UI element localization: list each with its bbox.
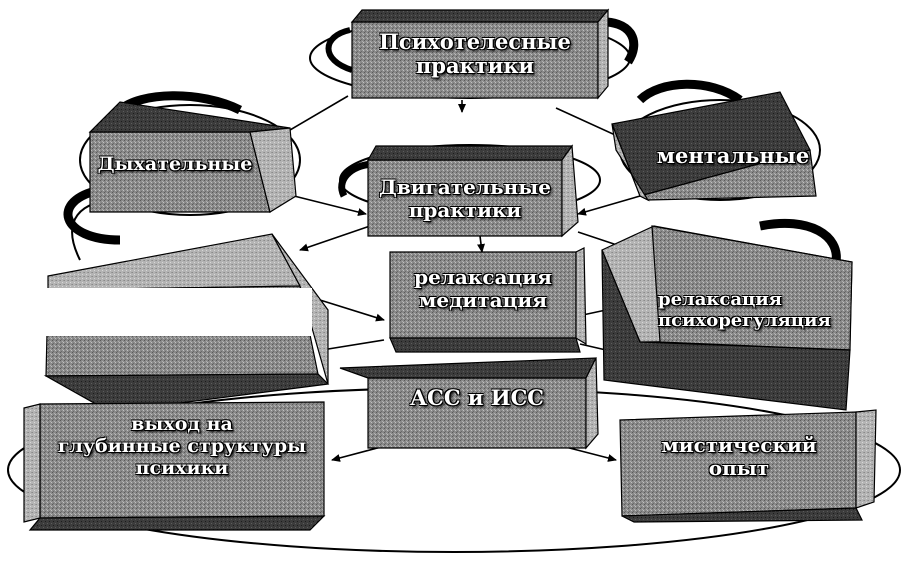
node-relaksatsiya-meditatsiya: релаксация медитация <box>390 266 576 312</box>
box-ass-iss <box>339 357 599 450</box>
node-relaksatsiya-meditatsiya-line-1: релаксация <box>414 265 552 289</box>
node-psychotelesnye: Психотелесные практики <box>352 29 598 79</box>
box-dykhatelnye <box>88 101 297 213</box>
node-psychotelesnye-line-2: практики <box>415 53 535 79</box>
node-relaksatsiya-psikhoregulyatsiya-line-1: релаксация <box>658 289 782 310</box>
node-mentalnye: ментальные <box>650 143 816 168</box>
box-psychotelesnye <box>350 8 610 100</box>
swirl-center <box>338 160 373 198</box>
node-vykhod-line-3: психики <box>135 456 229 479</box>
node-ass-iss-line-1: АСС и ИСС <box>410 385 544 410</box>
node-dykhatelnye: Дыхательные <box>90 153 260 176</box>
swirl-right <box>636 79 743 104</box>
node-misticheskiy: мистический опыт <box>622 434 856 480</box>
box-left-tilted <box>22 233 330 413</box>
box-dvigatelnye <box>366 144 579 238</box>
node-ass-iss: АСС и ИСС <box>368 385 586 410</box>
orbit-ellipses <box>7 17 901 553</box>
node-psychotelesnye-line-1: Психотелесные <box>379 29 571 54</box>
connector-right-ass <box>579 343 607 351</box>
node-misticheskiy-line-1: мистический <box>661 433 817 457</box>
boxes <box>22 8 877 531</box>
node-misticheskiy-line-2: опыт <box>708 456 770 480</box>
node-mentalnye-line-1: ментальные <box>656 143 810 168</box>
node-dvigatelnye-line-1: Двигательные <box>379 175 551 199</box>
swirl-far-left <box>63 185 121 245</box>
box-mentalnye <box>611 91 817 202</box>
swirl-far-right <box>759 218 841 263</box>
node-relaksatsiya-psikhoregulyatsiya: релаксация психорегуляция <box>658 289 850 331</box>
connector-mental-motor <box>577 195 641 216</box>
node-vykhod-line-1: выход на <box>131 413 233 435</box>
node-vykhod: выход на глубинные структуры психики <box>40 413 324 480</box>
box-relaksatsiya-psikhoregulyatsiya <box>601 225 853 411</box>
node-vykhod-line-2: глубинные структуры <box>57 434 307 457</box>
box-relaksatsiya-meditatsiya <box>389 247 587 353</box>
left-box-blank-label <box>22 288 312 336</box>
connector-motor-relax <box>477 235 485 253</box>
node-relaksatsiya-psikhoregulyatsiya-line-2: психорегуляция <box>658 309 831 331</box>
swirl-top-left <box>325 27 354 73</box>
node-dvigatelnye: Двигательные практики <box>368 176 562 222</box>
box-vykhod <box>23 401 326 531</box>
box-misticheskiy <box>619 409 877 523</box>
node-dykhatelnye-line-1: Дыхательные <box>97 153 253 175</box>
connector-psy-breath <box>289 95 349 131</box>
connector-motor-left <box>299 225 371 252</box>
node-relaksatsiya-meditatsiya-line-2: медитация <box>419 288 547 312</box>
connector-left-relax <box>319 299 385 322</box>
connector-left-ass <box>321 339 385 351</box>
node-dvigatelnye-line-2: практики <box>408 198 522 222</box>
orbit-left <box>79 104 301 216</box>
